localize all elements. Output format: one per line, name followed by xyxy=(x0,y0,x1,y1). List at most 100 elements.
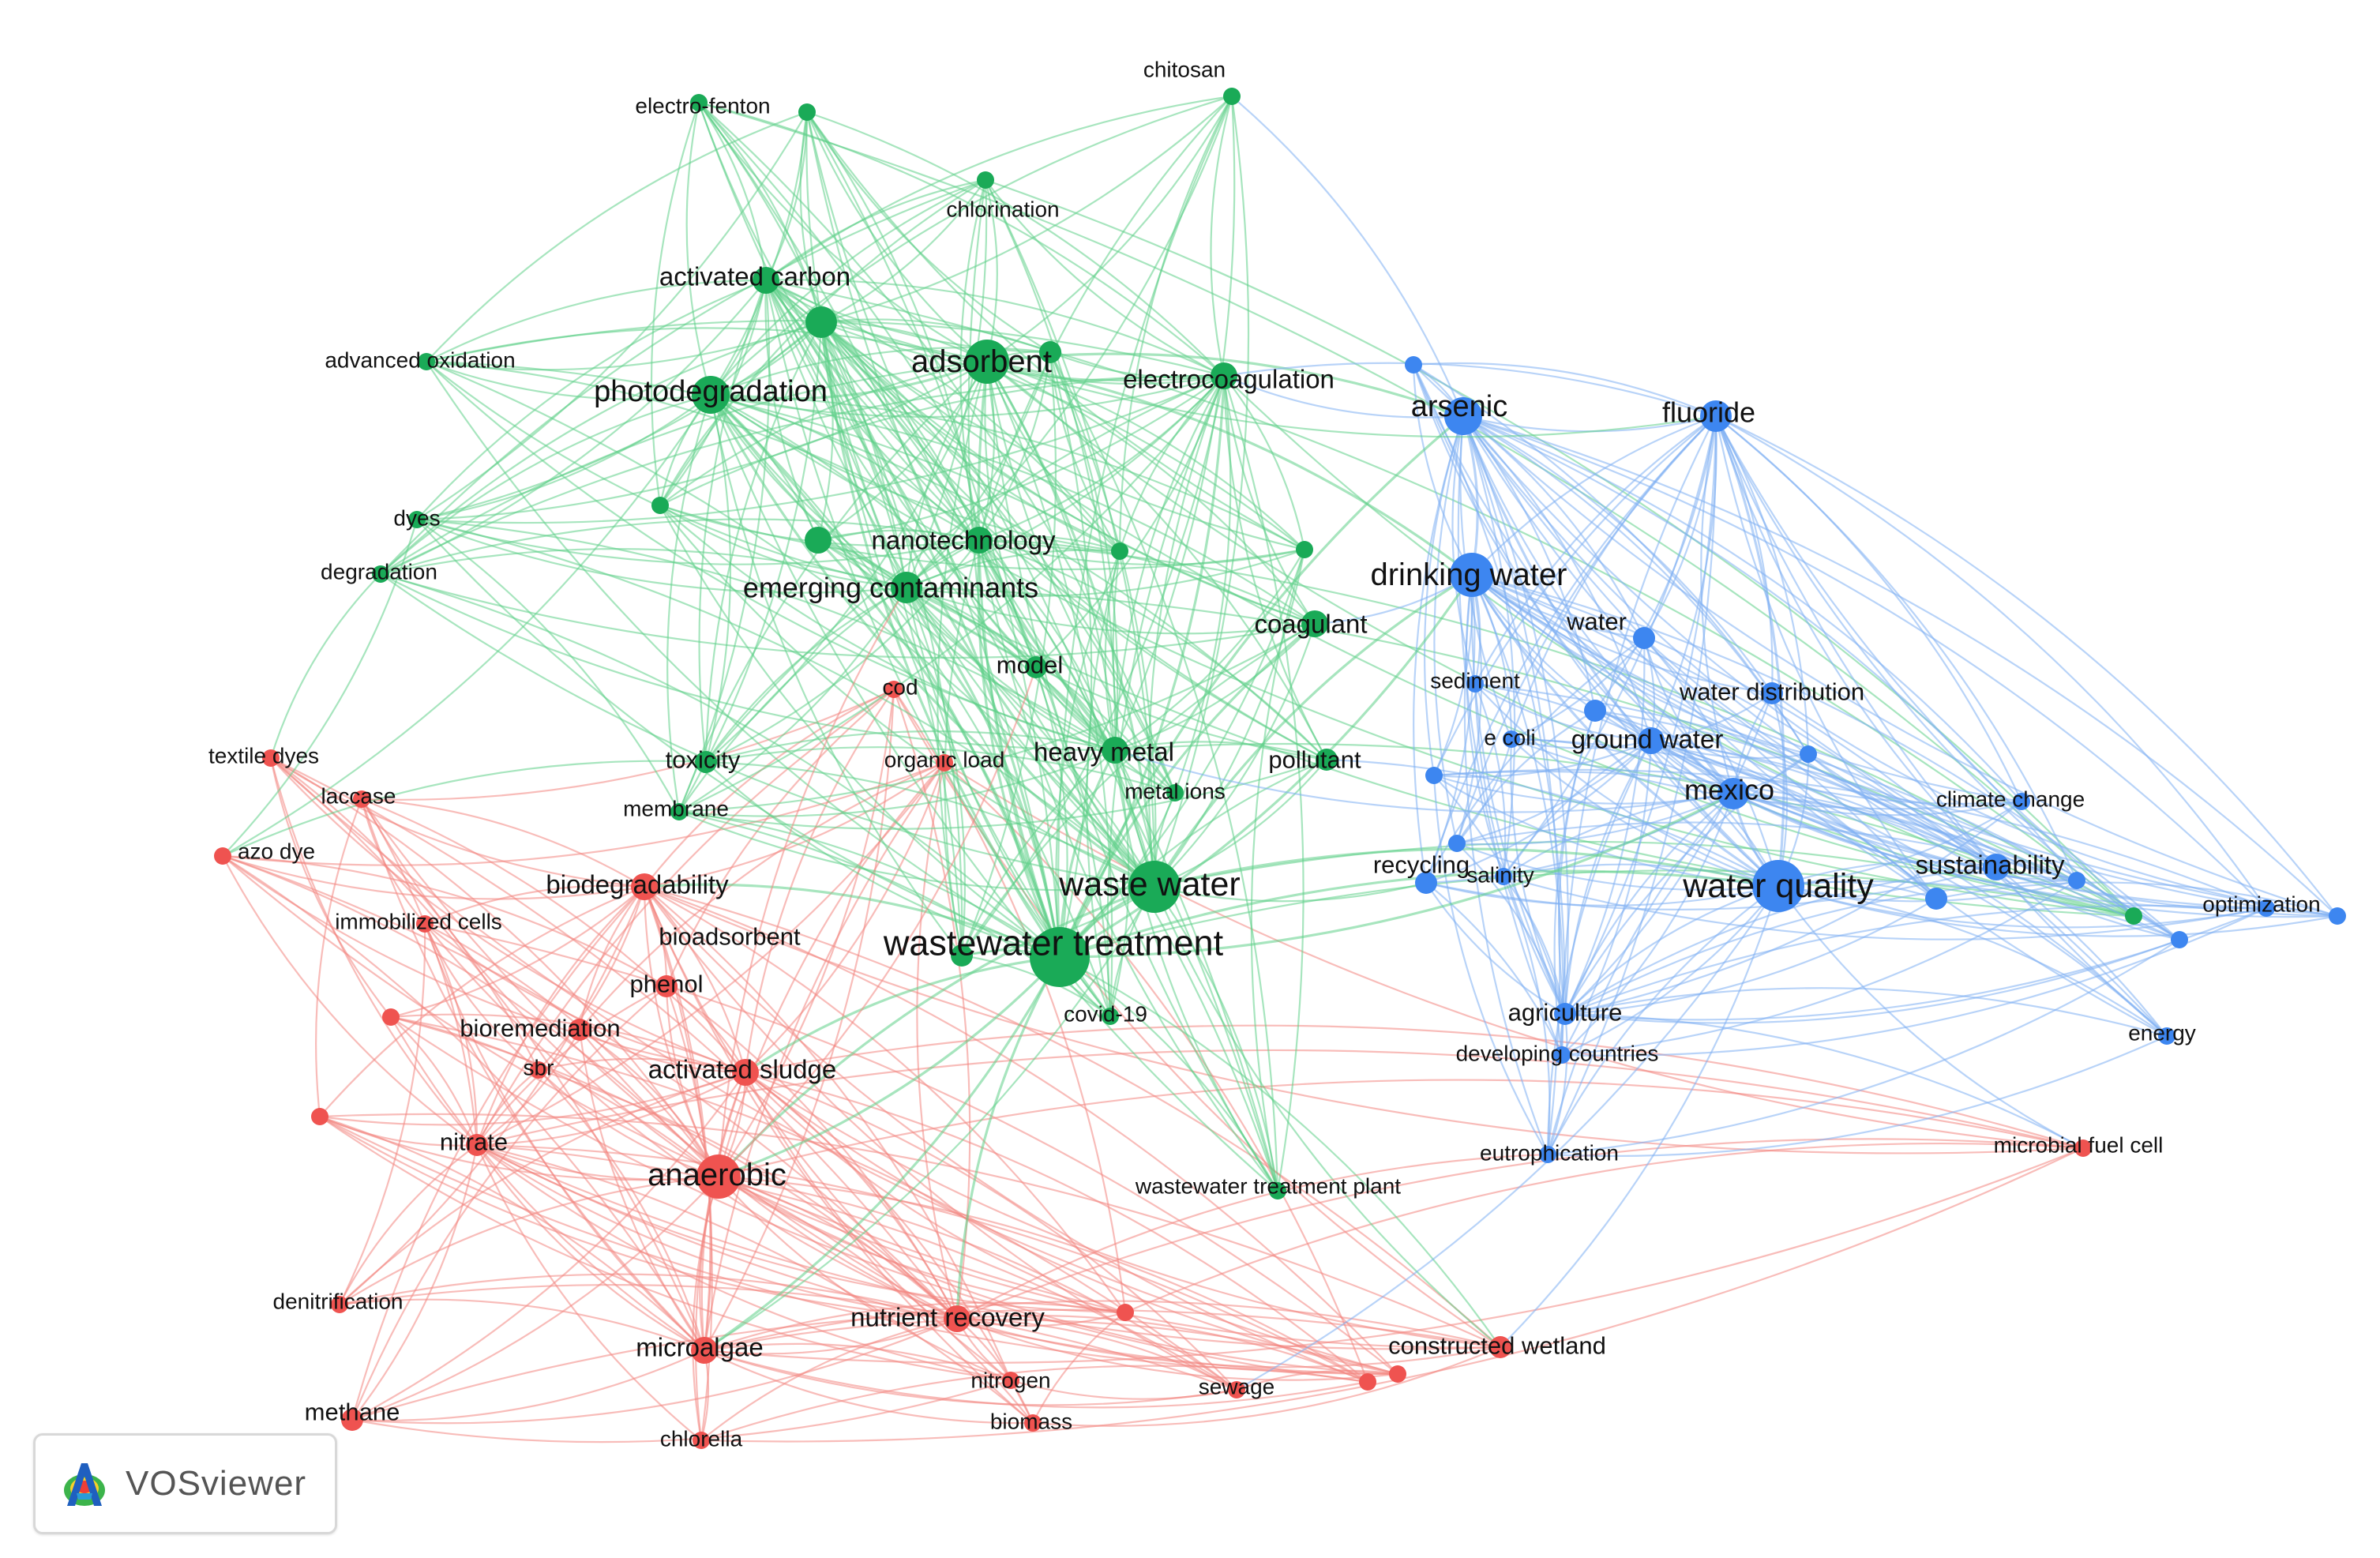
node-nanotechnology[interactable] xyxy=(966,527,993,554)
node-emerging-contaminants[interactable] xyxy=(891,572,922,603)
node-nitrogen[interactable] xyxy=(1002,1372,1019,1389)
node-organic-load[interactable] xyxy=(936,754,953,771)
node-recycling[interactable] xyxy=(1415,872,1437,894)
node-nutrient-recovery[interactable] xyxy=(944,1305,970,1332)
network-link xyxy=(1564,884,1779,1015)
node-developing-countries[interactable] xyxy=(1553,1046,1571,1064)
node-bioadsorbent[interactable] xyxy=(951,944,973,967)
network-link xyxy=(1715,415,2338,917)
node-photodegradation[interactable] xyxy=(692,376,730,414)
node-anaerobic[interactable] xyxy=(696,1154,741,1199)
node-g-u4[interactable] xyxy=(651,497,669,514)
network-link xyxy=(1451,415,1477,685)
node-water-quality[interactable] xyxy=(1752,860,1804,912)
node-eutrophication[interactable] xyxy=(1539,1146,1556,1163)
node-g-u8[interactable] xyxy=(2125,907,2142,925)
node-sbr[interactable] xyxy=(530,1061,547,1079)
node-b-u8[interactable] xyxy=(2329,907,2346,925)
node-agriculture[interactable] xyxy=(1554,1003,1576,1025)
node-model[interactable] xyxy=(1025,656,1047,678)
node-microbial-fuel-cell[interactable] xyxy=(2074,1139,2092,1157)
node-r-u3[interactable] xyxy=(1117,1304,1134,1321)
node-climate-change[interactable] xyxy=(2013,793,2030,810)
node-g-u1[interactable] xyxy=(690,94,708,111)
node-activated-sludge[interactable] xyxy=(732,1059,759,1086)
network-link xyxy=(361,798,746,1073)
node-optimization[interactable] xyxy=(2258,899,2275,917)
node-e-coli[interactable] xyxy=(1503,730,1520,748)
node-g-u3[interactable] xyxy=(1039,341,1061,363)
node-toxicity[interactable] xyxy=(695,751,717,773)
node-sewage[interactable] xyxy=(1228,1381,1245,1398)
node-b-u6[interactable] xyxy=(2068,872,2085,889)
node-membrane[interactable] xyxy=(670,803,688,820)
node-constructed-wetland[interactable] xyxy=(1489,1336,1511,1358)
node-b-u7[interactable] xyxy=(2171,931,2188,948)
node-b-u3[interactable] xyxy=(1425,767,1443,784)
node-arsenic[interactable] xyxy=(1444,397,1482,435)
node-coagulant[interactable] xyxy=(1301,610,1328,637)
node-g-u5[interactable] xyxy=(805,527,831,554)
node-sustainability[interactable] xyxy=(1983,854,2010,880)
node-activated-carbon[interactable] xyxy=(753,267,779,294)
node-heavy-metal[interactable] xyxy=(1102,737,1128,764)
node-chlorella[interactable] xyxy=(693,1432,710,1449)
node-ground-water[interactable] xyxy=(1638,727,1665,754)
node-g-u6[interactable] xyxy=(1111,542,1128,560)
node-b-u9[interactable] xyxy=(1448,835,1466,852)
network-link xyxy=(1032,1312,1126,1424)
node-denitrification[interactable] xyxy=(331,1296,348,1313)
network-link xyxy=(905,587,967,956)
node-electrocoagulation[interactable] xyxy=(1211,362,1237,389)
node-microalgae[interactable] xyxy=(691,1337,718,1364)
node-azo-dye[interactable] xyxy=(214,847,231,865)
node-b-u2[interactable] xyxy=(1584,700,1606,722)
node-chitosan[interactable] xyxy=(1223,88,1241,105)
network-link xyxy=(806,111,1305,550)
network-link xyxy=(1471,574,1596,711)
node-nitrate[interactable] xyxy=(466,1134,488,1156)
node-b-u4[interactable] xyxy=(1800,745,1817,763)
node-drinking-water[interactable] xyxy=(1450,553,1494,597)
node-pollutant[interactable] xyxy=(1316,749,1338,771)
node-cod[interactable] xyxy=(885,681,903,698)
node-g-u7[interactable] xyxy=(1296,541,1313,558)
node-r-u5[interactable] xyxy=(1389,1365,1406,1383)
node-r-u1[interactable] xyxy=(382,1008,400,1026)
node-sediment[interactable] xyxy=(1466,675,1484,693)
node-water-distribution[interactable] xyxy=(1761,682,1783,704)
node-salinity[interactable] xyxy=(1495,868,1512,885)
node-covid-19[interactable] xyxy=(1102,1008,1119,1025)
node-immobilized-cells[interactable] xyxy=(416,915,434,933)
node-r-u2[interactable] xyxy=(311,1108,328,1125)
node-metal-ions[interactable] xyxy=(1166,784,1184,802)
node-adsorbent[interactable] xyxy=(965,340,1009,384)
node-dyes[interactable] xyxy=(408,511,426,528)
node-b-u5[interactable] xyxy=(1925,888,1947,910)
node-energy[interactable] xyxy=(2158,1027,2175,1045)
node-chlorination[interactable] xyxy=(977,171,994,189)
label-nitrate: nitrate xyxy=(440,1128,508,1156)
node-phenol[interactable] xyxy=(655,975,678,997)
node-methane[interactable] xyxy=(341,1409,363,1431)
network-link xyxy=(351,1379,1012,1443)
node-laccase[interactable] xyxy=(353,790,370,808)
node-advanced-oxidation[interactable] xyxy=(418,353,435,370)
node-wastewater-treatment[interactable] xyxy=(1030,927,1090,987)
node-electro-fenton[interactable] xyxy=(798,103,816,121)
node-biodegradability[interactable] xyxy=(631,873,658,900)
node-biomass[interactable] xyxy=(1024,1414,1042,1432)
node-b-u1[interactable] xyxy=(1405,356,1422,374)
node-wastewater-treatment-plant[interactable] xyxy=(1269,1182,1286,1199)
node-textile-dyes[interactable] xyxy=(262,749,280,767)
node-water[interactable] xyxy=(1633,627,1655,649)
node-bioremediation[interactable] xyxy=(569,1019,591,1041)
node-mexico[interactable] xyxy=(1717,778,1749,809)
node-waste-water[interactable] xyxy=(1128,861,1181,913)
network-link xyxy=(643,886,711,1351)
node-degradation[interactable] xyxy=(372,565,389,583)
node-fluoride[interactable] xyxy=(1700,400,1732,432)
node-r-u4[interactable] xyxy=(1359,1373,1376,1391)
node-g-u2[interactable] xyxy=(805,306,837,338)
network-link xyxy=(1471,574,1773,695)
